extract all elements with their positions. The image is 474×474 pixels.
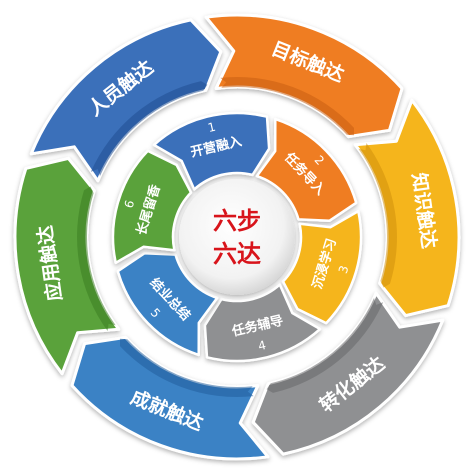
- outer-segment-shade-2: [220, 77, 354, 136]
- outer-segment-1: [29, 18, 223, 183]
- inner-step-number-4: 4: [257, 338, 268, 353]
- inner-segment-4: [203, 283, 322, 363]
- inner-segment-2: [255, 117, 358, 222]
- center-disc: [179, 179, 295, 295]
- outer-segment-shade-5: [120, 338, 254, 397]
- outer-segment-5: [70, 335, 270, 461]
- inner-segment-6: [111, 149, 193, 265]
- inner-segment-5: [116, 252, 219, 357]
- inner-step-number-1: 1: [206, 120, 217, 135]
- center-line-2: 六达: [213, 240, 261, 268]
- outer-segment-2: [204, 13, 404, 139]
- outer-segment-6: [13, 156, 121, 376]
- inner-segment-3: [281, 209, 363, 325]
- inner-step-number-3: 3: [336, 264, 352, 275]
- outer-segment-shade-6: [77, 186, 116, 331]
- outer-segment-shade-4: [266, 298, 384, 393]
- outer-ring: 人员触达目标触达知识触达转化触达成就触达应用触达: [13, 13, 461, 461]
- inner-segment-1: [152, 111, 271, 191]
- center-circle: 六步 六达: [179, 179, 295, 295]
- center-line-1: 六步: [213, 207, 261, 235]
- outer-segment-4: [251, 291, 445, 456]
- outer-segment-shade-3: [358, 143, 397, 288]
- inner-step-number-6: 6: [122, 198, 138, 209]
- outer-segment-3: [353, 98, 461, 318]
- outer-segment-shade-1: [90, 81, 208, 176]
